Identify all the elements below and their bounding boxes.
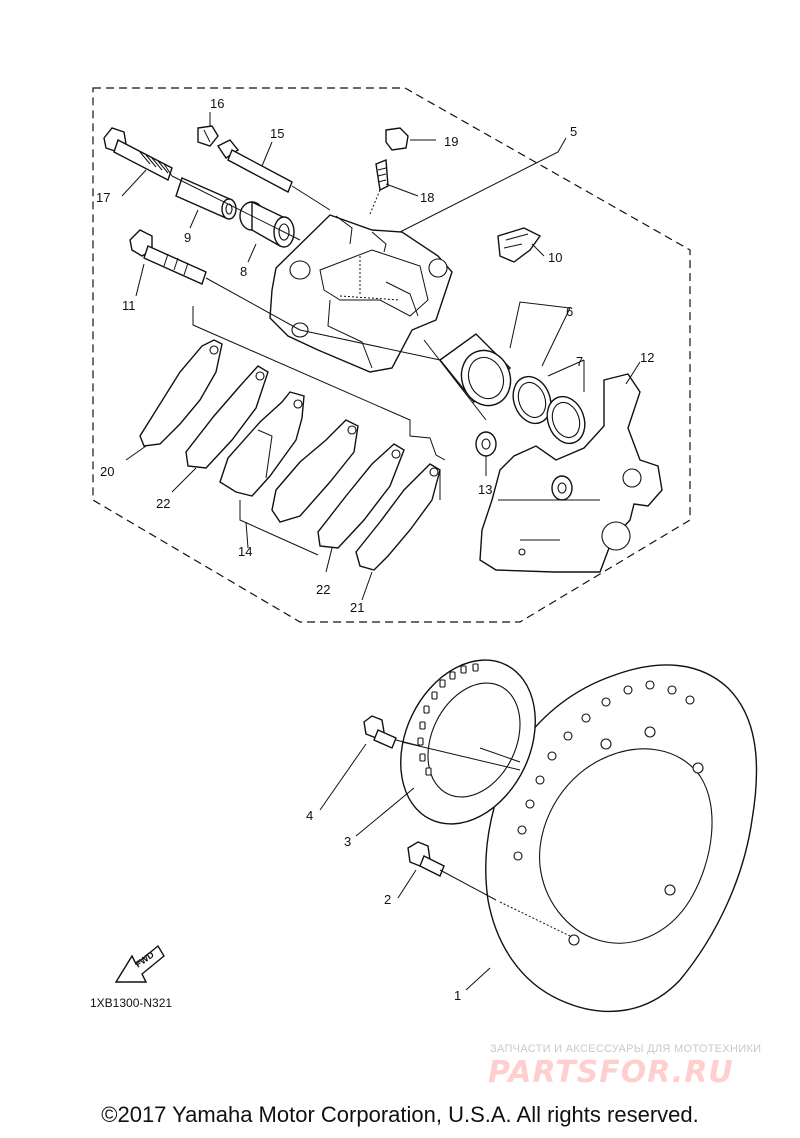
callout-16: 16 xyxy=(210,96,224,111)
sleeve-boot-8 xyxy=(239,200,295,248)
callout-1: 1 xyxy=(454,988,461,1003)
pad-shim-21 xyxy=(355,463,441,571)
sleeve-9 xyxy=(175,177,237,220)
callout-8: 8 xyxy=(240,264,247,279)
callout-14: 14 xyxy=(238,544,252,559)
callout-7: 7 xyxy=(576,354,583,369)
brake-pad-14a xyxy=(219,391,305,497)
pad-boundary-line xyxy=(239,470,441,556)
bleed-screw-18 xyxy=(375,158,389,192)
copyright-footer: ©2017 Yamaha Motor Corporation, U.S.A. A… xyxy=(101,1102,699,1127)
callout-19: 19 xyxy=(444,134,458,149)
brake-pad-14b xyxy=(271,419,359,523)
piston-6 xyxy=(438,333,512,407)
assembly-dotted-lines xyxy=(369,189,571,937)
callout-18: 18 xyxy=(420,190,434,205)
callout-5: 5 xyxy=(570,124,577,139)
brake-disc-1 xyxy=(485,664,758,1013)
slide-pin-15 xyxy=(216,139,293,193)
watermark-subtitle: ЗАПЧАСТИ И АКСЕССУАРЫ ДЛЯ МОТОТЕХНИКИ xyxy=(490,1043,762,1055)
bleed-cap-19 xyxy=(385,127,409,151)
callout-13: 13 xyxy=(478,482,492,497)
diagram-code: 1XB1300-N321 xyxy=(90,996,173,1010)
watermark-logo: PARTSFOR.RU xyxy=(488,1055,734,1090)
callout-3: 3 xyxy=(344,834,351,849)
caliper-bolt-17 xyxy=(103,127,173,181)
callout-9: 9 xyxy=(184,230,191,245)
assembly-lines xyxy=(171,175,521,901)
piston-seal-7 xyxy=(512,375,586,445)
callout-17: 17 xyxy=(96,190,110,205)
bolt-4 xyxy=(363,715,397,749)
callout-21: 21 xyxy=(350,600,364,615)
callout-22a: 22 xyxy=(156,496,170,511)
caliper-assembly-boundary xyxy=(92,87,691,623)
washer-13 xyxy=(475,431,497,457)
callout-leaders xyxy=(121,112,641,991)
caliper-body-5 xyxy=(269,214,453,373)
bolt-2 xyxy=(407,841,445,877)
callout-11: 11 xyxy=(122,298,136,313)
sensor-rotor-3 xyxy=(400,659,536,825)
pad-insulator-22a xyxy=(185,365,269,469)
pad-insulator-22b xyxy=(317,443,405,549)
callout-4: 4 xyxy=(306,808,313,823)
caliper-bracket-12 xyxy=(479,373,663,573)
pad-shim-20 xyxy=(139,339,223,447)
caliper-bolt-11 xyxy=(129,229,207,285)
pad-set-boundary xyxy=(192,306,446,461)
callout-15: 15 xyxy=(270,126,284,141)
callout-2: 2 xyxy=(384,892,391,907)
callout-10: 10 xyxy=(548,250,562,265)
callout-22b: 22 xyxy=(316,582,330,597)
rubber-boot-16 xyxy=(197,125,219,147)
callout-6: 6 xyxy=(566,304,573,319)
callout-12: 12 xyxy=(640,350,654,365)
callout-20: 20 xyxy=(100,464,114,479)
pad-spring-10 xyxy=(497,227,542,263)
forward-direction-arrow: FWD xyxy=(114,944,165,983)
